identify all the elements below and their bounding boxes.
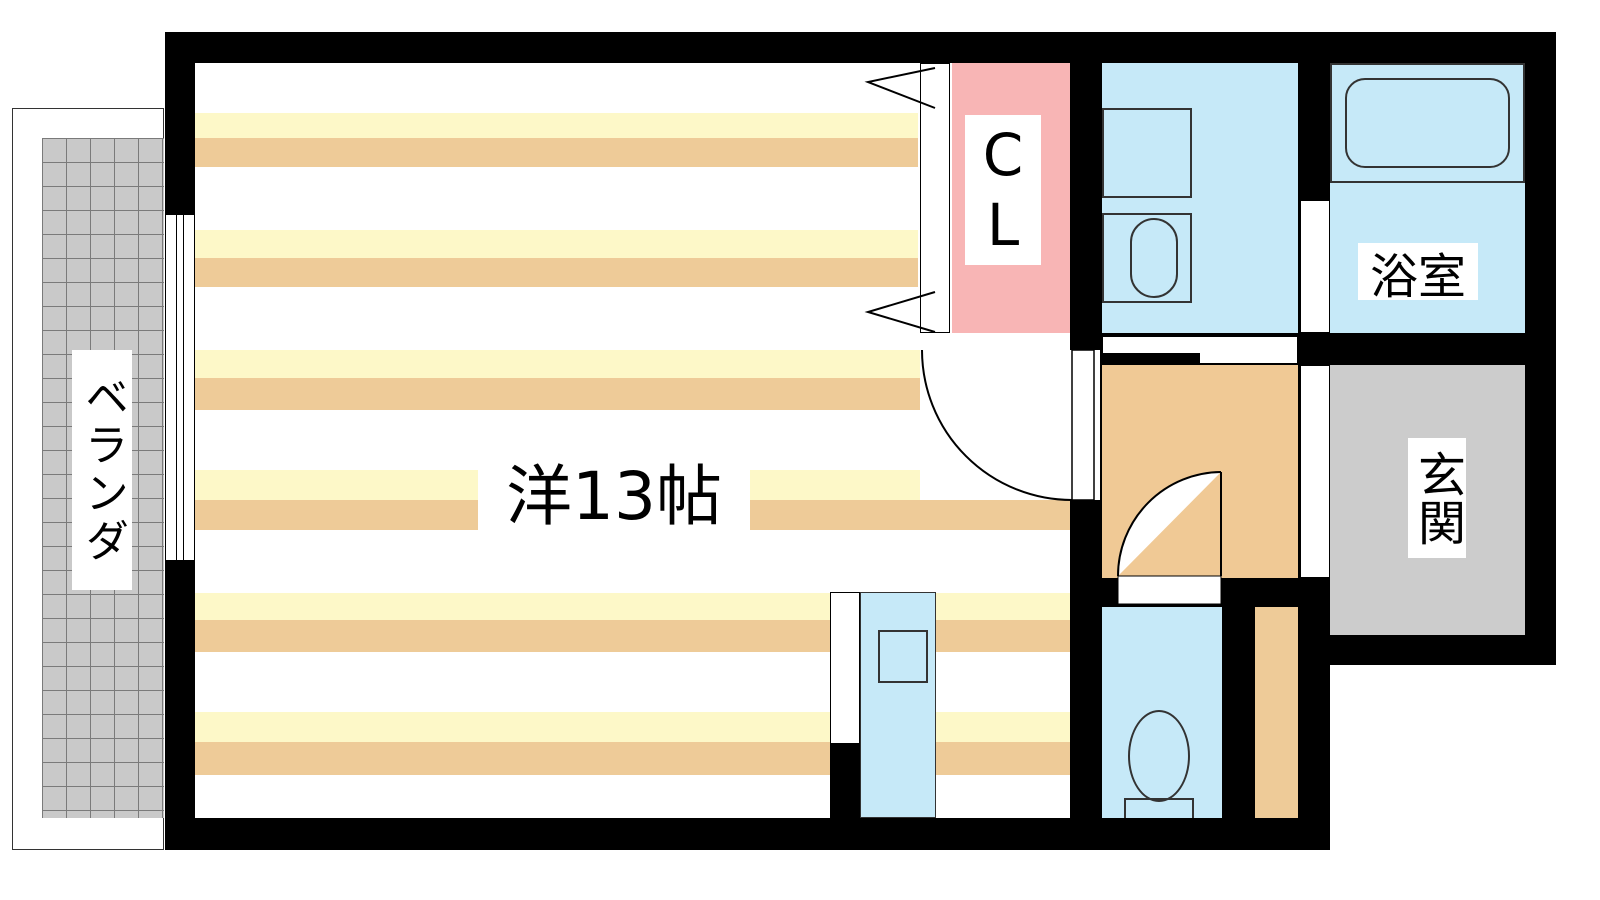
floor-stripe <box>195 620 1070 652</box>
room-door-opening <box>920 350 1100 500</box>
toilet-door-swing-icon <box>1117 471 1222 605</box>
toilet-tank <box>1124 798 1194 818</box>
entrance-label: 玄関 <box>1408 438 1466 558</box>
toilet-bowl <box>1128 710 1190 802</box>
window <box>165 215 195 560</box>
western-room-label: 洋13帖 <box>478 448 750 535</box>
closet-door-swing-icon <box>864 67 936 333</box>
entrance-step <box>1300 365 1330 578</box>
window-pane <box>176 215 184 560</box>
bathtub <box>1330 63 1525 183</box>
basin-bowl <box>1130 218 1178 298</box>
door-rail <box>1102 353 1200 363</box>
floor-stripe <box>195 230 918 258</box>
kitchen-counter-edge <box>830 592 860 744</box>
veranda-floor <box>42 138 164 818</box>
closet-label: C L <box>965 115 1041 265</box>
washbasin <box>1102 213 1192 303</box>
bathroom-label: 浴室 <box>1358 243 1478 305</box>
floor-stripe <box>195 593 1070 620</box>
veranda-label: ベランダ <box>72 350 132 590</box>
storage-floor <box>1255 607 1298 818</box>
closet-label-l: L <box>986 191 1020 259</box>
floor-stripe <box>195 742 1070 775</box>
kitchen-sink <box>878 630 928 683</box>
floor-stripe <box>195 712 1070 742</box>
bathtub-inner <box>1345 78 1510 168</box>
closet-label-c: C <box>982 121 1024 189</box>
floor-stripe <box>195 138 918 167</box>
kitchen-counter <box>860 592 936 818</box>
floor-stripe <box>195 113 918 138</box>
floor-stripe <box>195 258 918 287</box>
washing-machine <box>1102 108 1192 198</box>
bath-door <box>1300 200 1330 333</box>
door-swing-icon <box>921 350 1095 501</box>
